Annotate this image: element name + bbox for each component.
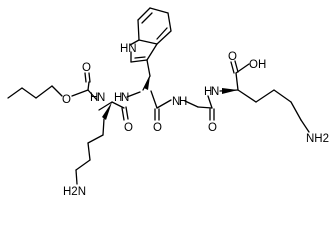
atom-label-h: H	[90, 92, 98, 104]
bond	[102, 118, 105, 136]
bond	[88, 72, 91, 83]
stereo-wedge-bond	[144, 76, 150, 90]
atom-label-o: O	[124, 122, 133, 134]
atom-label-layer: HN O O N H N H N H N H O O O O OH H2N NH…	[62, 43, 329, 198]
structure-svg: HN O O N H N H N H N H O O O O OH H2N NH…	[7, 7, 329, 198]
bond	[234, 60, 239, 73]
atom-label-n: N	[172, 96, 180, 108]
bond	[235, 72, 239, 91]
bond	[130, 59, 148, 63]
bond	[146, 43, 158, 61]
atom-label-hn: HN	[120, 43, 137, 55]
bond	[126, 91, 141, 98]
bond	[75, 169, 78, 185]
bond	[197, 106, 213, 109]
atom-label-o: O	[62, 94, 71, 106]
bond	[137, 19, 140, 41]
atom-label-o: O	[153, 122, 162, 134]
bond	[75, 159, 91, 171]
bond	[146, 59, 151, 77]
atom-label-n: N	[121, 92, 129, 104]
bond	[71, 89, 89, 97]
atom-label-o: O	[228, 51, 237, 63]
bond	[300, 119, 310, 133]
bond	[84, 72, 87, 83]
bond	[129, 39, 140, 46]
bond	[87, 81, 90, 91]
bond	[150, 90, 158, 109]
bond	[141, 12, 153, 24]
bond	[237, 89, 257, 103]
bond	[87, 142, 91, 161]
bond	[87, 134, 104, 144]
atom-label-o: O	[82, 62, 91, 74]
bond	[7, 87, 23, 99]
bond	[235, 63, 250, 74]
bond	[230, 61, 235, 74]
atom-label-o: O	[208, 122, 217, 134]
atom-label-h: H	[114, 92, 122, 104]
bond	[98, 101, 113, 111]
bond	[207, 95, 213, 109]
bond	[156, 99, 172, 109]
bond	[125, 106, 129, 120]
bond	[184, 100, 199, 108]
bond	[255, 89, 275, 103]
molecule-structure-diagram: HN O O N H N H N H N H O O O O OH H2N NH…	[7, 7, 329, 198]
bond	[51, 85, 63, 97]
stereo-wedge-bond	[222, 88, 238, 94]
bond	[121, 107, 125, 121]
atom-label-oh: OH	[249, 59, 266, 71]
bond	[156, 27, 168, 40]
atom-label-h: H	[179, 96, 187, 108]
bond	[290, 101, 302, 121]
bond-layer	[7, 7, 310, 185]
wedge-layer	[102, 76, 238, 120]
atom-label-n: N	[211, 86, 219, 98]
atom-label-n: N	[97, 92, 105, 104]
bond	[138, 39, 158, 45]
bond	[111, 101, 125, 109]
bond	[21, 87, 37, 99]
atom-label-h2n: H2N	[63, 186, 86, 198]
bond	[137, 7, 151, 21]
atom-label-nh2: NH2	[306, 133, 329, 145]
atom-label-h: H	[204, 86, 212, 98]
bond	[134, 56, 146, 59]
bond	[273, 89, 292, 103]
bond	[87, 89, 98, 101]
bond	[35, 85, 53, 99]
stereo-wedge-bond	[102, 102, 112, 120]
bond	[156, 30, 172, 45]
bond	[149, 7, 169, 14]
bond	[167, 12, 172, 32]
